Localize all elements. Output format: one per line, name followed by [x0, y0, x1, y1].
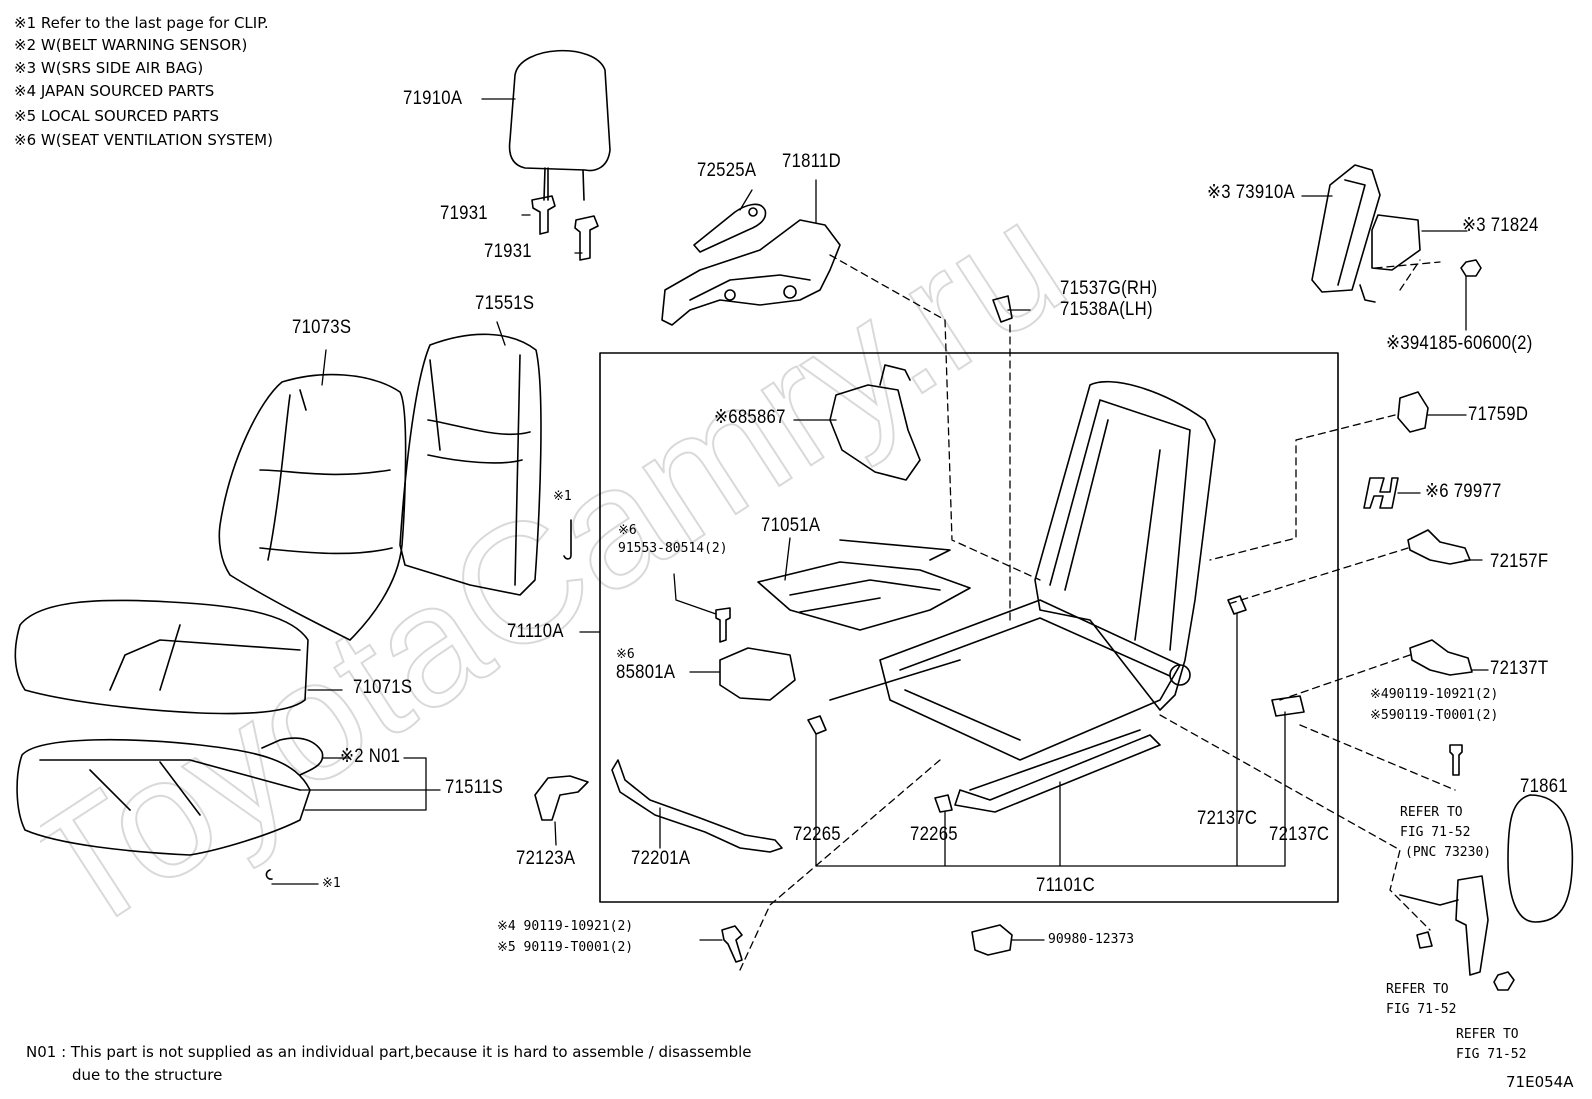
clip-72265a-drawing [807, 715, 827, 735]
part-label-91553: 91553-80514(2) [618, 541, 728, 556]
legend-item-5: ※5 LOCAL SOURCED PARTS [14, 107, 219, 125]
part-label-71537G: 71537G(RH) [1060, 278, 1158, 299]
part-label-73910A: ※3 73910A [1207, 182, 1295, 203]
part-label-72137T: 72137T [1490, 658, 1549, 679]
frame-assembly-box [599, 352, 1339, 903]
figure-code: 71E054A [1506, 1073, 1574, 1091]
pad-79977-drawing [1363, 477, 1399, 509]
leader-lines [271, 98, 1489, 941]
part-label-72265-a: 72265 [793, 824, 841, 845]
refer-1-line2: FIG 71-52 [1400, 825, 1471, 840]
part-label-71101C: 71101C [1036, 875, 1095, 896]
refer-1-line1: REFER TO [1400, 805, 1463, 820]
part-label-71051A: 71051A [761, 515, 821, 536]
cover-72157F-drawing [1407, 529, 1471, 565]
trim-clip-drawing [992, 295, 1013, 323]
part-label-71110A: 71110A [507, 621, 564, 642]
wire-72201A-drawing [611, 759, 783, 853]
headrest-drawing [508, 49, 611, 201]
clip-72137Ca-drawing [1227, 595, 1247, 615]
part-label-71824: ※3 71824 [1462, 215, 1539, 236]
seatback-cover-drawing [218, 373, 407, 641]
legend-item-6: ※6 W(SEAT VENTILATION SYSTEM) [14, 131, 273, 149]
side-airbag-drawing [1311, 164, 1421, 303]
part-label-90119-a1: ※490119-10921(2) [1370, 687, 1499, 702]
nut-bottom-drawing [1493, 971, 1515, 991]
nut-drawing [1460, 259, 1482, 277]
part-label-71071S: 71071S [353, 677, 413, 698]
legend-item-1: ※1 Refer to the last page for CLIP. [14, 14, 269, 32]
part-label-71910A: 71910A [403, 88, 463, 109]
vent-duct-drawing [719, 647, 796, 701]
legend-item-3: ※3 W(SRS SIDE AIR BAG) [14, 59, 204, 77]
part-label-71551S: 71551S [475, 293, 535, 314]
ventilation-fan-drawing [829, 384, 921, 481]
headrest-support-drawing [531, 195, 599, 261]
connector-drawing [1271, 695, 1305, 717]
clip-mark-1b: ※1 [322, 876, 341, 891]
part-label-90980: 90980-12373 [1048, 932, 1135, 947]
bolt-b-drawing [721, 925, 743, 963]
side-shield-drawing [661, 219, 841, 326]
clip-mark-1a: ※1 [553, 489, 572, 504]
cover-72137T-drawing [1409, 639, 1473, 676]
seat-cushion-pad-drawing [16, 738, 311, 856]
refer-3-line2: FIG 71-52 [1456, 1047, 1527, 1062]
part-label-85801A: 85801A [616, 662, 676, 683]
part-label-90119-b2: ※5 90119-T0001(2) [497, 940, 634, 955]
part-label-72137C-a: 72137C [1197, 808, 1258, 829]
refer-1-line3: (PNC 73230) [1405, 845, 1492, 860]
refer-2-line2: FIG 71-52 [1386, 1002, 1457, 1017]
clip-72265b-drawing [934, 794, 953, 813]
cover-71861-drawing [1507, 794, 1574, 923]
part-label-72265-b: 72265 [910, 824, 958, 845]
clip-bottom-drawing [1416, 931, 1433, 949]
seatback-pad-drawing [399, 333, 542, 596]
part-label-71931-b: 71931 [484, 241, 532, 262]
part-label-72137C-b: 72137C [1269, 824, 1330, 845]
part-label-71073S: 71073S [292, 317, 352, 338]
refer-2-line1: REFER TO [1386, 982, 1449, 997]
bracket-72123A-drawing [534, 775, 589, 821]
footnote-line1: N01 : This part is not supplied as an in… [26, 1043, 752, 1061]
footnote-line2: due to the structure [72, 1066, 223, 1084]
part-label-72201A: 72201A [631, 848, 691, 869]
part-label-72123A: 72123A [516, 848, 576, 869]
seat-frame-drawing [829, 380, 1216, 813]
part-label-71811D: 71811D [782, 151, 841, 172]
part-label-71538A: 71538A(LH) [1060, 299, 1153, 320]
cover-71759D-drawing [1397, 391, 1429, 433]
part-label-72157F: 72157F [1490, 551, 1549, 572]
legend-item-2: ※2 W(BELT WARNING SENSOR) [14, 36, 248, 54]
dashed-lines [739, 254, 1456, 971]
part-label-90119-a2: ※590119-T0001(2) [1370, 708, 1499, 723]
part-label-N01: ※2 N01 [340, 746, 401, 767]
part-prefix-91553: ※6 [618, 523, 637, 538]
seat-cushion-cover-drawing [14, 599, 309, 715]
cushion-spring-drawing [757, 539, 971, 631]
part-label-71759D: 71759D [1468, 404, 1529, 425]
legend-item-4: ※4 JAPAN SOURCED PARTS [14, 82, 215, 100]
part-label-71511S: 71511S [445, 777, 503, 798]
recliner-lever-drawing [693, 203, 767, 253]
clip-drawing-2 [265, 869, 273, 880]
part-label-90119-b1: ※4 90119-10921(2) [497, 919, 634, 934]
clip-drawing-1 [563, 519, 572, 560]
bolt-drawing [1449, 744, 1463, 776]
buckle-drawing [1455, 875, 1489, 976]
part-label-72525A: 72525A [697, 160, 757, 181]
part-prefix-85801A: ※6 [616, 647, 635, 662]
part-label-71861: 71861 [1520, 776, 1568, 797]
cap-90980-drawing [971, 924, 1013, 956]
part-label-71931-a: 71931 [440, 203, 488, 224]
refer-3-line1: REFER TO [1456, 1027, 1519, 1042]
screw-drawing [715, 607, 731, 643]
part-label-394185: ※394185-60600(2) [1386, 333, 1533, 354]
part-label-79977: ※6 79977 [1425, 481, 1502, 502]
belt-sensor-drawing [261, 737, 324, 776]
part-label-85867: ※685867 [714, 407, 786, 428]
